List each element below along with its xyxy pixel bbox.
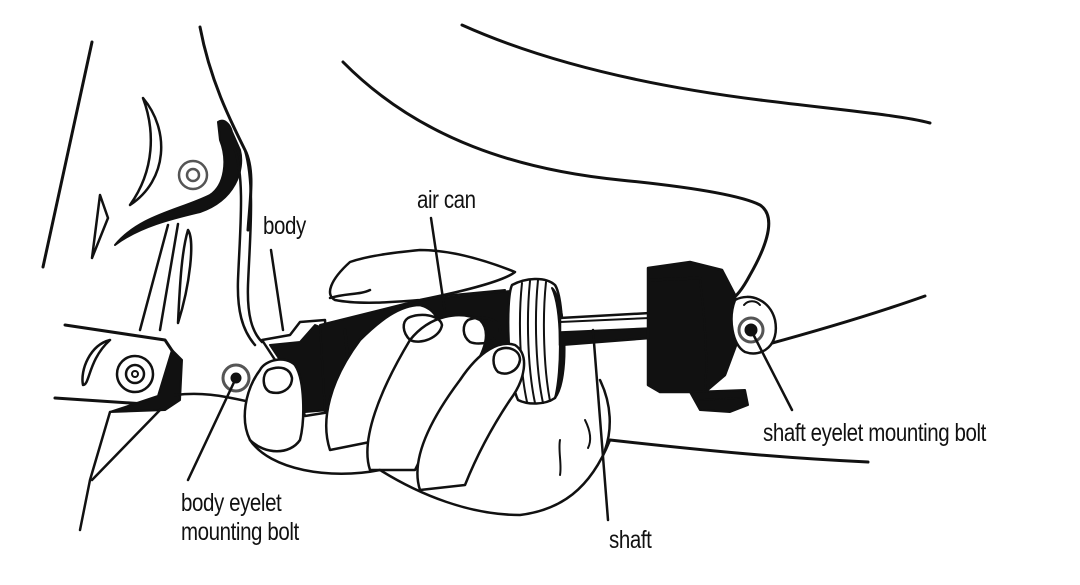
leader-lines xyxy=(186,216,794,522)
label-shaft-eyelet-mounting-bolt: shaft eyelet mounting bolt xyxy=(763,419,986,447)
leader-body xyxy=(269,248,285,332)
leader-shaft xyxy=(591,328,610,522)
label-body-eyelet-line2: mounting bolt xyxy=(181,518,299,546)
label-body: body xyxy=(263,212,306,240)
label-air-can: air can xyxy=(417,186,476,214)
leader-body-eyelet-bolt xyxy=(186,376,238,482)
frame-lines xyxy=(41,23,932,464)
leader-shaft-eyelet-bolt xyxy=(749,328,794,412)
hand xyxy=(243,248,612,517)
label-body-eyelet-line1: body eyelet xyxy=(181,489,282,517)
leader-air-can xyxy=(429,216,447,314)
label-shaft: shaft xyxy=(609,526,652,554)
upper-frame-detail xyxy=(90,96,264,347)
